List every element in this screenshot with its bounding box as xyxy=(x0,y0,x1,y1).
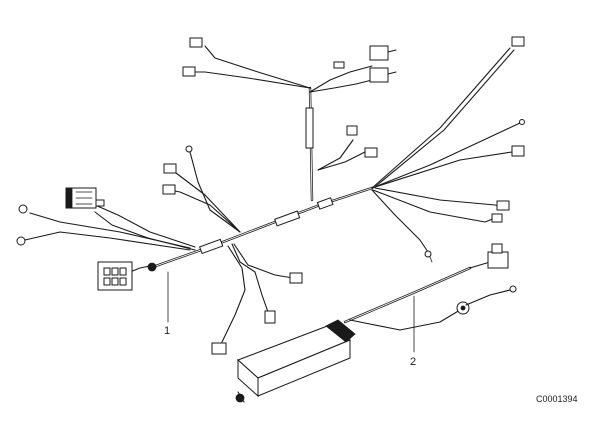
battery-cable-assembly xyxy=(235,243,517,403)
callout-2-label: 2 xyxy=(410,356,416,368)
control-unit-housing xyxy=(235,319,356,403)
callout-2: 2 xyxy=(410,295,416,368)
diagram-reference-code: C0001394 xyxy=(536,394,578,404)
callout-1-label: 1 xyxy=(164,325,170,337)
callout-1: 1 xyxy=(164,271,170,337)
main-wiring-harness xyxy=(16,36,525,355)
